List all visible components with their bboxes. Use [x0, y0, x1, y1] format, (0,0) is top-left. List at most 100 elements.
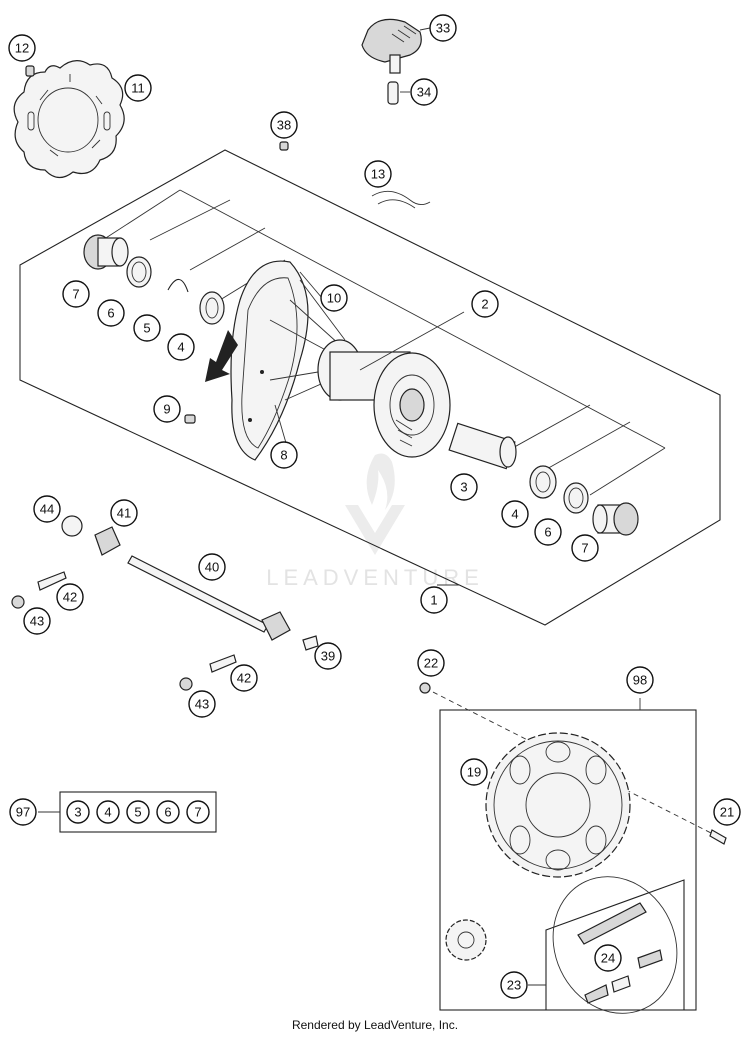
svg-text:3: 3	[460, 480, 467, 495]
svg-text:6: 6	[107, 306, 114, 321]
callout-11: 11	[124, 74, 152, 102]
nipple-38	[279, 141, 289, 151]
svg-text:43: 43	[30, 614, 44, 629]
callout-2: 2	[471, 290, 499, 318]
kit-97-item-7: 7	[186, 800, 210, 824]
callout-5: 5	[133, 314, 161, 342]
rotation-arrow	[205, 330, 238, 382]
callout-4: 4	[501, 500, 529, 528]
svg-text:7: 7	[194, 805, 201, 820]
callout-10: 10	[320, 284, 348, 312]
rear-sprocket	[485, 732, 631, 878]
callout-38: 38	[270, 111, 298, 139]
brake-disc	[13, 60, 125, 179]
svg-text:42: 42	[63, 590, 77, 605]
svg-text:23: 23	[507, 978, 521, 993]
svg-text:3: 3	[74, 805, 81, 820]
leadventure-watermark: LEADVENTURE	[266, 453, 484, 590]
disc-bolt	[25, 65, 35, 77]
kit-97: 3 4 5 6 7	[38, 791, 217, 833]
svg-text:97: 97	[16, 805, 30, 820]
callout-6: 6	[97, 299, 125, 327]
svg-text:6: 6	[164, 805, 171, 820]
watermark-text: LEADVENTURE	[266, 565, 484, 590]
callout-42: 42	[56, 583, 84, 611]
callout-43: 43	[188, 690, 216, 718]
svg-text:2: 2	[481, 297, 488, 312]
svg-text:4: 4	[177, 340, 184, 355]
svg-text:38: 38	[277, 118, 291, 133]
svg-text:44: 44	[40, 502, 54, 517]
kit-97-item-6: 6	[156, 800, 180, 824]
callout-43: 43	[23, 607, 51, 635]
callout-3: 3	[450, 473, 478, 501]
callout-4: 4	[167, 333, 195, 361]
right-spacers	[448, 422, 639, 536]
svg-text:34: 34	[417, 85, 431, 100]
callout-23: 23	[500, 971, 528, 999]
leader-lines	[274, 27, 546, 986]
callout-8: 8	[270, 441, 298, 469]
svg-text:5: 5	[143, 321, 150, 336]
callout-19: 19	[460, 758, 488, 786]
svg-text:8: 8	[280, 448, 287, 463]
svg-text:10: 10	[327, 291, 341, 306]
wheel-assembly-frame	[19, 149, 721, 626]
spoke-set	[371, 190, 431, 209]
svg-text:39: 39	[321, 649, 335, 664]
svg-text:7: 7	[72, 287, 79, 302]
render-credit: Rendered by LeadVenture, Inc.	[291, 1018, 459, 1032]
svg-text:42: 42	[237, 671, 251, 686]
svg-text:13: 13	[371, 167, 385, 182]
svg-text:4: 4	[104, 805, 111, 820]
callout-22: 22	[417, 649, 445, 677]
chain-kit-box	[545, 876, 685, 1014]
kit-97-item-5: 5	[126, 800, 150, 824]
callout-44: 44	[33, 495, 61, 523]
svg-text:98: 98	[633, 673, 647, 688]
svg-text:43: 43	[195, 697, 209, 712]
left-spacers	[83, 234, 225, 325]
svg-text:9: 9	[163, 402, 170, 417]
callout-98: 98	[626, 666, 654, 694]
svg-text:5: 5	[134, 805, 141, 820]
svg-text:24: 24	[601, 951, 615, 966]
callout-7: 7	[571, 534, 599, 562]
svg-text:19: 19	[467, 765, 481, 780]
axle-assembly	[11, 515, 319, 691]
svg-text:41: 41	[117, 506, 131, 521]
svg-text:7: 7	[581, 541, 588, 556]
svg-text:1: 1	[430, 593, 437, 608]
callout-34: 34	[410, 78, 438, 106]
svg-text:21: 21	[720, 805, 734, 820]
callout-24: 24	[594, 944, 622, 972]
svg-text:11: 11	[131, 81, 145, 96]
svg-text:22: 22	[424, 656, 438, 671]
callout-42: 42	[230, 664, 258, 692]
callout-97: 97	[9, 798, 37, 826]
chain-guide	[361, 18, 422, 105]
callout-13: 13	[364, 160, 392, 188]
svg-text:12: 12	[15, 41, 29, 56]
callout-40: 40	[198, 553, 226, 581]
hub	[269, 279, 451, 458]
callout-6: 6	[534, 518, 562, 546]
svg-text:33: 33	[436, 21, 450, 36]
kit-97-item-4: 4	[96, 800, 120, 824]
callout-39: 39	[314, 642, 342, 670]
svg-text:6: 6	[544, 525, 551, 540]
front-sprocket	[445, 919, 487, 961]
kit-97-item-3: 3	[66, 800, 90, 824]
callout-12: 12	[8, 34, 36, 62]
rim	[230, 260, 309, 461]
callout-41: 41	[110, 499, 138, 527]
callout-33: 33	[429, 14, 457, 42]
callout-1: 1	[420, 586, 448, 614]
callout-9: 9	[153, 395, 181, 423]
spoke-nipple-9	[184, 414, 196, 424]
callout-21: 21	[713, 798, 741, 826]
svg-text:4: 4	[511, 507, 518, 522]
svg-text:40: 40	[205, 560, 219, 575]
